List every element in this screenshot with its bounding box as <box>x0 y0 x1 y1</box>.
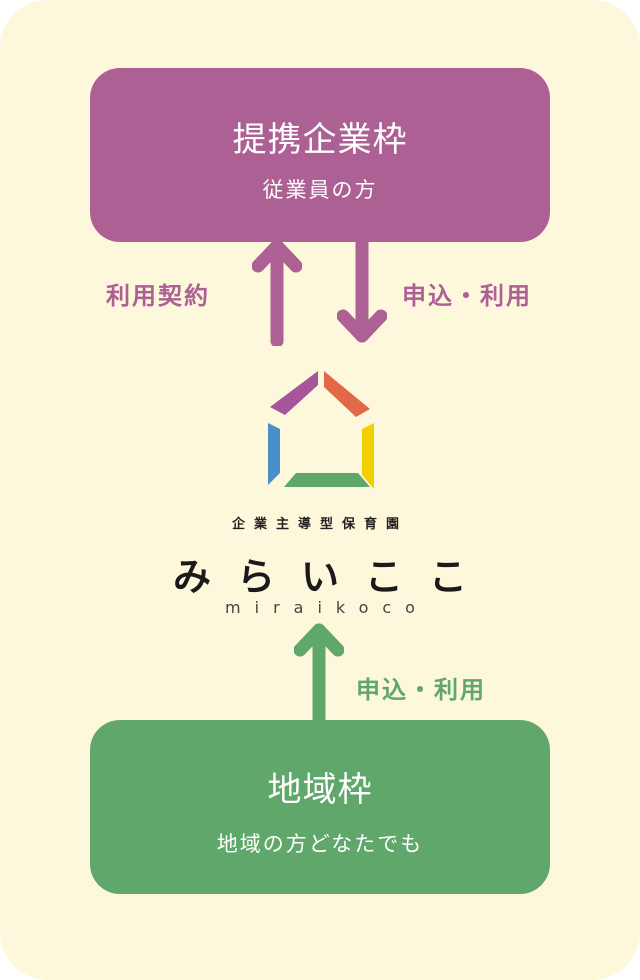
arrow-down-icon <box>337 236 387 343</box>
contract-label: 利用契約 <box>106 282 210 310</box>
brand-romaji: miraikoco <box>225 598 429 617</box>
company-slot-box: 提携企業枠 従業員の方 <box>90 68 550 242</box>
apply-use-label-bottom: 申込・利用 <box>356 676 486 704</box>
region-slot-box: 地域枠 地域の方どなたでも <box>90 720 550 894</box>
apply-use-label-top: 申込・利用 <box>402 282 532 310</box>
company-slot-title: 提携企業枠 <box>232 120 408 160</box>
brand-name: みらいここ <box>172 555 493 599</box>
brand-subtitle: 企業主導型保育園 <box>231 517 408 532</box>
house-logo-icon <box>268 371 374 489</box>
region-slot-title: 地域枠 <box>267 770 373 810</box>
arrow-up-icon <box>252 239 302 346</box>
company-slot-subtitle: 従業員の方 <box>262 178 378 202</box>
region-slot-subtitle: 地域の方どなたでも <box>216 832 424 856</box>
arrow-up-icon <box>294 623 344 720</box>
